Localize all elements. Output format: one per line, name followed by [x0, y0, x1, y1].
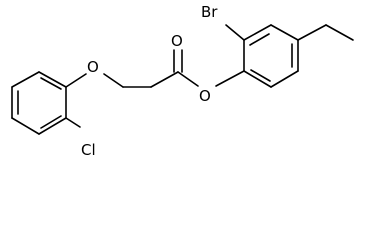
bond: [270, 24, 299, 41]
bromine-atom-label: Br: [201, 3, 218, 21]
chlorophenyl-ring: [11, 71, 67, 135]
bond: [103, 73, 124, 88]
bond: [243, 24, 272, 41]
bond: [177, 71, 199, 87]
bond: [11, 117, 40, 135]
bond: [40, 115, 62, 129]
bromoethylphenyl-ring: [243, 24, 299, 88]
bond: [150, 71, 179, 88]
ether-oxygen-label: O: [87, 58, 99, 76]
bond: [11, 71, 40, 88]
bond: [38, 117, 67, 135]
bond: [38, 71, 67, 88]
bond: [249, 33, 270, 46]
bond: [65, 73, 87, 88]
bond: [297, 24, 327, 41]
bond: [325, 24, 354, 41]
bond: [250, 69, 271, 82]
bond: [40, 77, 62, 90]
bond: [225, 24, 245, 41]
ester-oxygen-label: O: [199, 87, 211, 105]
bond: [270, 70, 299, 88]
bond: [65, 117, 81, 128]
molecule-structure: Cl O O O Br: [11, 3, 354, 157]
bond: [243, 70, 272, 88]
bond: [215, 70, 245, 87]
chlorine-atom-label: Cl: [81, 141, 96, 157]
carbonyl-oxygen-label: O: [171, 32, 183, 50]
structure-canvas: Cl O O O Br: [11, 3, 354, 157]
